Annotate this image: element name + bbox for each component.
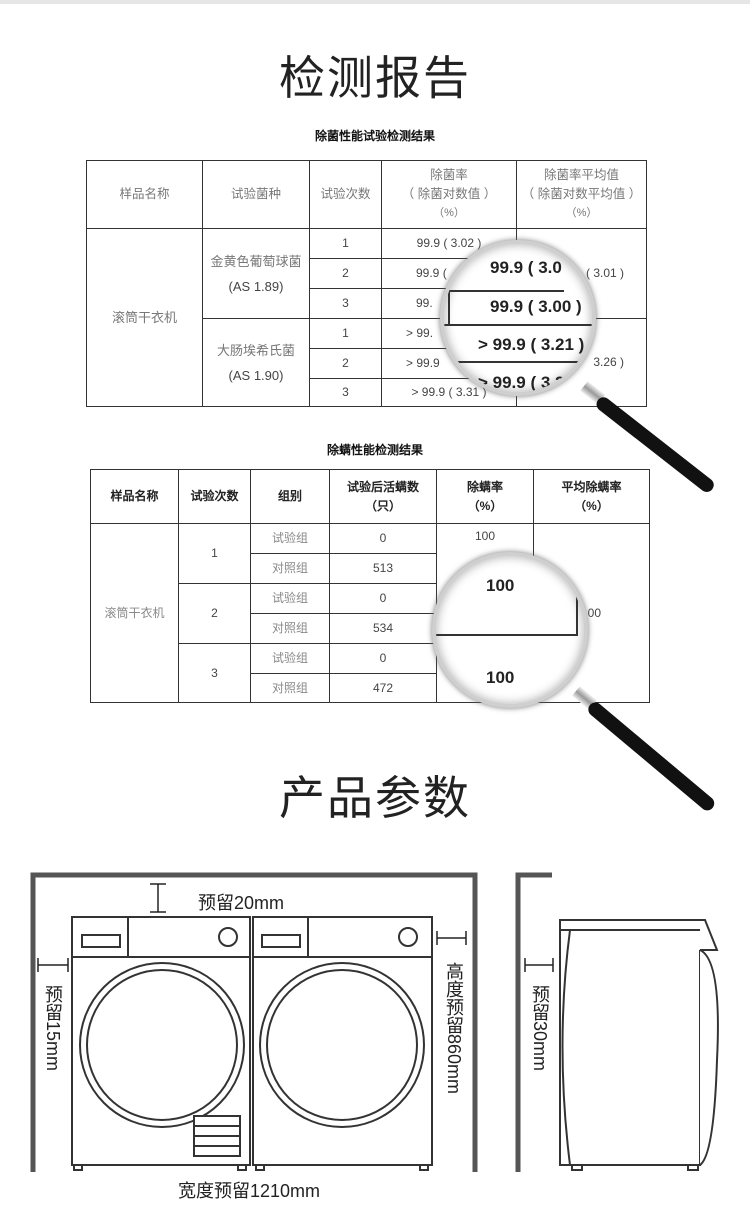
lens-value: 99.9 ( 3.00 ) (490, 297, 582, 316)
group-label: 试验组 (250, 523, 330, 554)
run-number: 3 (309, 378, 382, 407)
top-bar (0, 0, 750, 4)
sample-name: 滚筒干衣机 (90, 523, 179, 703)
run-number: 2 (178, 583, 251, 644)
header-avg: 除菌率平均值（ 除菌对数平均值 ）（%） (516, 160, 647, 229)
lens-value: > 99.9 ( 3.21 ) (478, 335, 585, 354)
lens-value: 99.9 ( 3.0 (490, 258, 562, 277)
mite-count: 0 (329, 643, 437, 674)
top-clearance-label: 预留20mm (198, 893, 285, 913)
height-clearance-label: 高度预留860mm (444, 962, 464, 1095)
mite-count: 534 (329, 613, 437, 644)
group-label: 对照组 (250, 673, 330, 703)
header-group: 组别 (250, 469, 330, 524)
run-number: 1 (309, 318, 382, 349)
left-clearance-label: 预留15mm (43, 985, 63, 1072)
run-number: 3 (178, 643, 251, 703)
header-runs: 试验次数 (178, 469, 251, 524)
lens-value: > 99.9 ( 3.2 (478, 373, 565, 392)
report-title: 检测报告 (279, 51, 471, 105)
header-sample: 样品名称 (90, 469, 179, 524)
run-number: 2 (309, 348, 382, 379)
strain-cell: 大肠埃希氏菌(AS 1.90) (202, 318, 310, 407)
lens-value: 100 (486, 668, 515, 687)
mite-count: 0 (329, 583, 437, 614)
run-number: 3 (309, 288, 382, 319)
header-sample: 样品名称 (86, 160, 203, 229)
mite-count: 0 (329, 523, 437, 554)
group-label: 对照组 (250, 613, 330, 644)
run-number: 1 (309, 228, 382, 259)
strain-cell: 金黄色葡萄球菌(AS 1.89) (202, 228, 310, 319)
run-number: 1 (178, 523, 251, 584)
width-clearance-label: 宽度预留1210mm (178, 1181, 321, 1201)
params-title: 产品参数 (279, 771, 471, 825)
dryer-dimension-diagram (30, 872, 719, 1172)
mites-caption: 除螨性能检测结果 (326, 443, 423, 457)
group-label: 试验组 (250, 643, 330, 674)
header-rate: 除菌率（ 除菌对数值 ）（%） (381, 160, 517, 229)
magnifier-lens: 100 100 (432, 552, 588, 708)
header-count: 试验后活螨数（只） (329, 469, 437, 524)
dryer-side-view (559, 919, 701, 1166)
side-wall-outline (515, 872, 552, 1172)
bacteria-caption: 除菌性能试验检测结果 (314, 129, 435, 143)
mite-count: 472 (329, 673, 437, 703)
header-avg: 平均除螨率（%） (533, 469, 650, 524)
sample-name: 滚筒干衣机 (86, 228, 203, 407)
front-wall-outline (30, 872, 478, 1172)
side-clearance-label: 预留30mm (530, 985, 550, 1072)
mite-count: 513 (329, 553, 437, 584)
group-label: 对照组 (250, 553, 330, 584)
lens-value: 100 (486, 576, 515, 595)
mites-table: 样品名称 试验次数 组别 试验后活螨数（只） 除螨率（%） 平均除螨率（%） 滚… (90, 469, 650, 703)
header-rate: 除螨率（%） (436, 469, 534, 524)
header-strain: 试验菌种 (202, 160, 310, 229)
run-number: 2 (309, 258, 382, 289)
magnifier-lens: 99.9 ( 3.0 99.9 ( 3.00 ) > 99.9 ( 3.21 )… (440, 240, 596, 396)
group-label: 试验组 (250, 583, 330, 614)
header-runs: 试验次数 (309, 160, 382, 229)
